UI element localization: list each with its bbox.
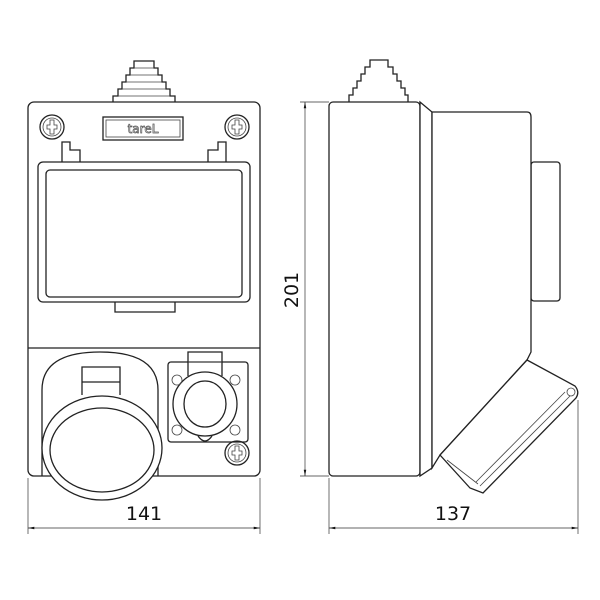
right-box-side <box>530 161 561 302</box>
width-dimension: 141 <box>27 478 261 534</box>
window-cover[interactable] <box>37 141 251 313</box>
screw-icon <box>224 114 250 140</box>
depth-label: 137 <box>435 503 471 525</box>
cable-gland-front <box>112 60 176 102</box>
screw-icon <box>224 440 250 466</box>
logo-plate: tareL <box>102 116 184 141</box>
side-view: 201 137 <box>281 59 579 534</box>
angled-socket-side <box>439 359 579 494</box>
cable-gland-side <box>348 59 409 102</box>
screw-icon <box>39 114 65 140</box>
height-label: 201 <box>281 272 303 308</box>
small-socket <box>167 351 249 443</box>
width-label: 141 <box>126 503 162 525</box>
depth-dimension: 137 <box>328 400 579 534</box>
enclosure-base-side <box>328 101 421 477</box>
large-socket <box>41 351 163 501</box>
logo-text: tareL <box>128 122 159 136</box>
height-dimension: 201 <box>281 101 329 477</box>
front-view: tareL <box>27 60 261 534</box>
